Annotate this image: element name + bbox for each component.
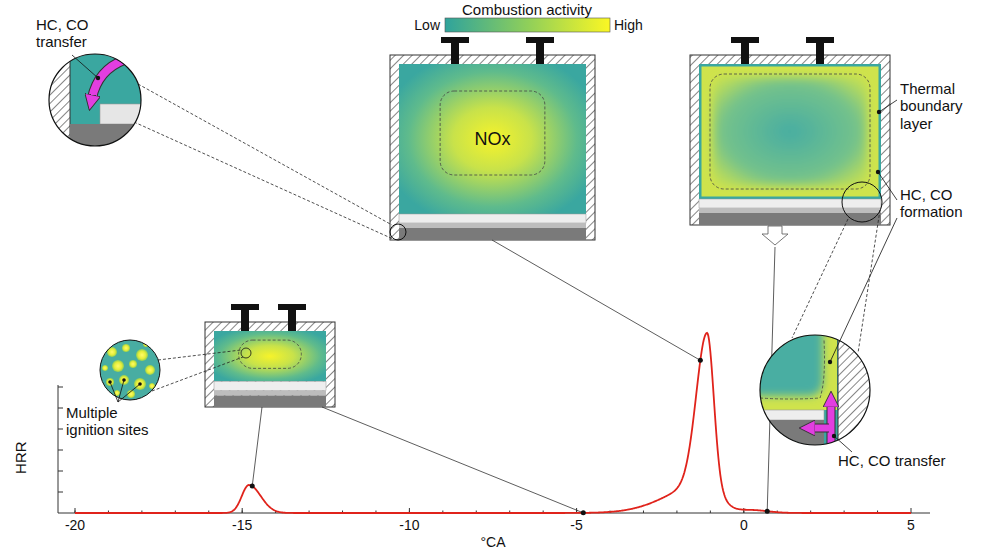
piston	[214, 382, 326, 408]
region-label-box: NOx	[475, 129, 511, 150]
axis-title: °CA	[480, 534, 505, 550]
curve-point	[765, 509, 770, 514]
x-minor-tick	[242, 511, 243, 514]
piston	[399, 214, 586, 240]
x-tick	[242, 508, 243, 513]
callout-label: Thermal boundary layer	[900, 80, 992, 132]
zoom-line	[858, 210, 880, 353]
cylinder	[205, 304, 335, 407]
valve	[278, 304, 306, 331]
tick-label: -15	[232, 517, 252, 533]
cylinder	[390, 37, 595, 240]
leader-dot	[96, 76, 100, 80]
valve	[441, 37, 469, 64]
zoom-marker	[842, 182, 882, 222]
zoom-line	[158, 350, 241, 360]
leader-dot	[832, 434, 836, 438]
callout-label: HC, CO transfer	[838, 452, 946, 469]
curve-point	[581, 510, 586, 515]
axis-title: HRR	[11, 442, 28, 475]
tick-label: 0	[740, 517, 748, 533]
scale-end: High	[614, 17, 643, 33]
label-leader	[118, 380, 124, 402]
expansion-arrow	[762, 226, 788, 245]
y-tick	[58, 450, 63, 451]
x-minor-tick	[676, 511, 677, 514]
leader-dot	[828, 360, 832, 364]
x-minor-tick	[643, 511, 644, 514]
cylinder-wall	[690, 55, 890, 225]
zoom-line	[792, 219, 848, 338]
label-leader	[834, 436, 852, 452]
leader-line	[252, 407, 262, 486]
dashed-core	[440, 91, 545, 175]
dashed-boundary	[710, 74, 870, 189]
zoom-line	[134, 122, 393, 239]
valve	[231, 304, 259, 331]
piston	[699, 199, 881, 225]
x-minor-tick	[743, 511, 744, 514]
boundary-inset	[745, 320, 880, 450]
label-leader	[878, 172, 897, 200]
zoom-line	[138, 84, 392, 225]
callout-label: HC, CO transfer	[36, 16, 116, 51]
y-tick	[58, 387, 63, 388]
colorbar	[445, 18, 610, 32]
valve	[731, 37, 759, 64]
curve-point	[698, 358, 703, 363]
y-tick	[58, 408, 63, 409]
y-tick	[58, 492, 63, 493]
tick-label: -20	[65, 517, 85, 533]
callout-label: Multiple ignition sites	[66, 404, 166, 439]
charge	[699, 64, 881, 199]
leader-dot	[122, 378, 126, 382]
leader-dot	[108, 380, 112, 384]
leader-dot	[876, 170, 880, 174]
leader-line	[492, 240, 700, 360]
crevice-inset	[45, 50, 145, 154]
scale-end: Low	[414, 17, 440, 33]
y-tick	[58, 429, 63, 430]
region-label: NOx	[475, 129, 511, 150]
dashed-core	[239, 340, 302, 368]
y-axis	[58, 385, 59, 513]
label-leader	[110, 382, 118, 402]
valve	[806, 37, 834, 64]
callout-label: HC, CO formation	[900, 186, 992, 221]
valve	[526, 37, 554, 64]
label-leader	[830, 218, 897, 362]
cylinder	[690, 37, 890, 225]
charge	[214, 331, 326, 382]
legend-title: Combustion activity	[462, 1, 592, 18]
label-leader	[879, 100, 897, 112]
cylinder-wall	[390, 55, 595, 240]
y-tick	[58, 471, 63, 472]
tick-label: 5	[907, 517, 915, 533]
curve-point	[250, 484, 255, 489]
leader-line	[322, 407, 583, 513]
label-leader	[118, 384, 140, 402]
ignition-inset	[98, 338, 162, 402]
cylinder-wall	[205, 322, 335, 407]
zoom-marker	[241, 348, 251, 358]
zoom-marker	[390, 224, 406, 240]
charge	[399, 64, 586, 214]
tick-label: -5	[570, 517, 582, 533]
tick-label: -10	[399, 517, 419, 533]
x-minor-tick	[710, 511, 711, 514]
leader-dot	[138, 382, 142, 386]
label-leader	[72, 55, 98, 78]
leader-dot	[877, 110, 881, 114]
zoom-line	[152, 357, 243, 391]
